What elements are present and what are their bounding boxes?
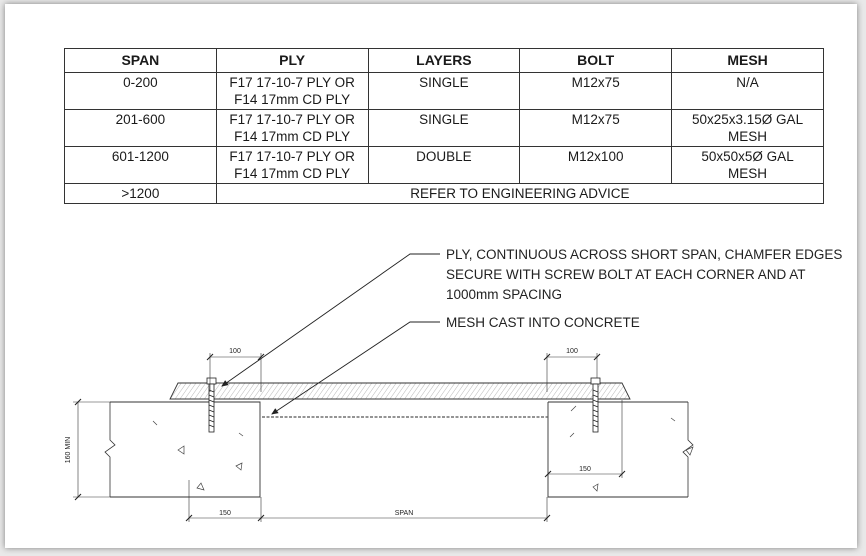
table-row: >1200 REFER TO ENGINEERING ADVICE — [64, 183, 825, 204]
cell-bolt: M12x75 — [519, 72, 673, 110]
header-layers: LAYERS — [367, 48, 521, 73]
dim-span: SPAN — [395, 510, 414, 517]
cell-bolt: M12x100 — [519, 146, 673, 184]
table-row: 601-1200 F17 17-10-7 PLY OR F14 17mm CD … — [64, 146, 824, 184]
ply-note-line-1: PLY, CONTINUOUS ACROSS SHORT SPAN, CHAMF… — [446, 247, 842, 262]
header-mesh: MESH — [671, 48, 824, 73]
table-row: 201-600 F17 17-10-7 PLY OR F14 17mm CD P… — [64, 109, 824, 147]
cell-ply: F17 17-10-7 PLY OR F14 17mm CD PLY — [215, 109, 369, 147]
right-screw-bolt — [590, 377, 601, 433]
cell-layers: DOUBLE — [367, 146, 521, 184]
table-header-row: SPAN PLY LAYERS BOLT MESH — [64, 48, 824, 73]
table-row: 0-200 F17 17-10-7 PLY OR F14 17mm CD PLY… — [64, 72, 824, 110]
cell-layers: SINGLE — [367, 109, 521, 147]
cell-span: 201-600 — [64, 109, 217, 147]
cell-mesh: 50x25x3.15Ø GAL MESH — [671, 109, 824, 147]
cell-span: >1200 — [64, 183, 217, 204]
cell-engineering-advice: REFER TO ENGINEERING ADVICE — [215, 183, 825, 204]
cell-mesh: N/A — [671, 72, 824, 110]
right-concrete-slab — [547, 401, 688, 498]
specification-table: SPAN PLY LAYERS BOLT MESH 0-200 F17 17-1… — [64, 48, 825, 204]
header-span: SPAN — [64, 48, 217, 73]
dim-left-top: 100 — [229, 348, 241, 355]
left-concrete-slab — [110, 401, 261, 498]
cell-mesh: 50x50x5Ø GAL MESH — [671, 146, 824, 184]
cell-layers: SINGLE — [367, 72, 521, 110]
ply-board — [169, 382, 631, 400]
dim-height: 160 MIN — [65, 437, 72, 463]
dimension-ticks — [74, 353, 626, 522]
aggregate-marks — [152, 405, 694, 492]
ply-note-line-3: 1000mm SPACING — [446, 287, 562, 302]
cell-span: 0-200 — [64, 72, 217, 110]
mesh-note: MESH CAST INTO CONCRETE — [446, 315, 640, 330]
leader-lines — [221, 253, 440, 415]
dimension-lines — [73, 353, 623, 522]
dim-left-bottom: 150 — [219, 510, 231, 517]
cell-ply: F17 17-10-7 PLY OR F14 17mm CD PLY — [215, 146, 369, 184]
cell-bolt: M12x75 — [519, 109, 673, 147]
dim-right-top: 100 — [566, 348, 578, 355]
cell-ply: F17 17-10-7 PLY OR F14 17mm CD PLY — [215, 72, 369, 110]
ply-note-line-2: SECURE WITH SCREW BOLT AT EACH CORNER AN… — [446, 267, 806, 282]
break-lines — [104, 402, 694, 497]
dim-right-inner: 150 — [579, 466, 591, 473]
cell-span: 601-1200 — [64, 146, 217, 184]
left-screw-bolt — [206, 377, 217, 433]
